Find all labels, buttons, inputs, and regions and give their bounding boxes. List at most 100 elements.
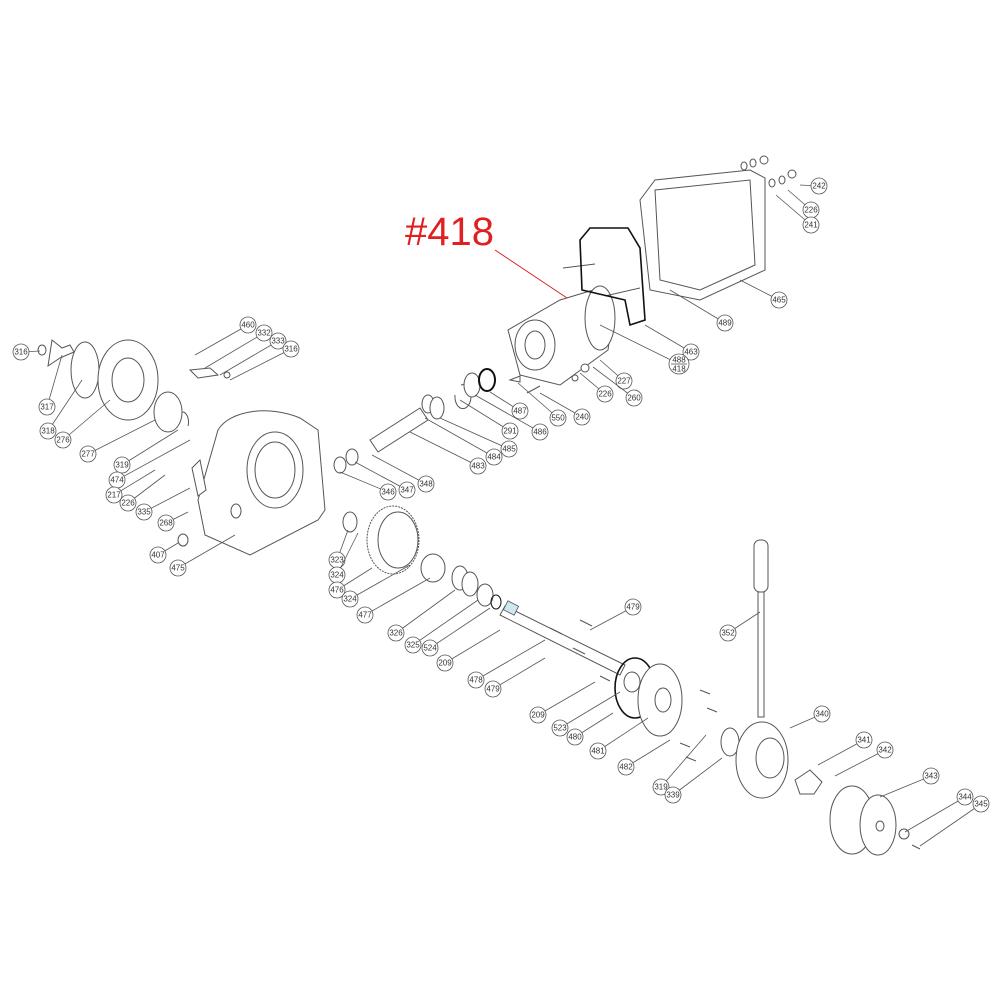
cover-box-465	[639, 155, 797, 301]
callout-332: 332	[204, 324, 273, 369]
callout-circle	[169, 559, 187, 577]
callout-276: 276	[54, 399, 111, 449]
callout-number: 346	[381, 488, 395, 497]
leader-line	[412, 599, 479, 646]
callout-circle	[282, 340, 300, 358]
leader-line	[409, 431, 479, 467]
callout-circle	[813, 705, 831, 723]
callout-550: 550	[517, 382, 567, 427]
callout-524: 524	[421, 607, 491, 657]
callout-484: 484	[424, 417, 503, 466]
callout-circle	[239, 316, 257, 334]
callout-circle	[551, 719, 569, 737]
callout-number: 341	[857, 736, 871, 745]
callout-345: 345	[919, 795, 990, 847]
leader-line	[879, 775, 932, 798]
callout-326: 326	[387, 589, 456, 642]
callout-number: 524	[423, 644, 437, 653]
callout-circle	[404, 636, 422, 654]
callout-circle	[664, 786, 682, 804]
callout-number: 276	[56, 436, 70, 445]
callout-number: 488	[672, 356, 686, 365]
callout-circle	[566, 728, 584, 746]
callout-number: 481	[591, 747, 605, 756]
leader-line	[904, 796, 966, 833]
callout-circle	[79, 445, 97, 463]
callout-226c: 226	[787, 189, 820, 219]
leader-line	[597, 717, 649, 752]
callout-523: 523	[551, 691, 621, 737]
callout-319a: 319	[113, 429, 179, 474]
leader-line	[364, 577, 431, 616]
callout-226a: 226	[119, 474, 166, 512]
callout-number: 318	[41, 427, 55, 436]
callout-number: 476	[330, 586, 344, 595]
leader-line	[46, 354, 63, 408]
callout-circle	[802, 216, 820, 234]
callout-477: 477	[356, 577, 431, 624]
callout-463: 463	[644, 324, 700, 361]
callout-number: 407	[151, 551, 165, 560]
callout-number: 324	[330, 571, 344, 580]
callout-circle	[485, 448, 503, 466]
callout-323a: 323	[328, 529, 349, 569]
callout-number: 268	[159, 519, 173, 528]
leader-line	[439, 417, 510, 450]
leader-line	[599, 324, 680, 365]
callout-476: 476	[328, 567, 373, 599]
callout-number: 333	[271, 337, 285, 346]
callout-number: 465	[772, 296, 786, 305]
leader-line	[537, 681, 596, 716]
drum-assembly	[735, 721, 921, 856]
callout-circle	[469, 457, 487, 475]
callout-209a: 209	[436, 629, 501, 672]
callout-number: 332	[257, 329, 271, 338]
callout-circle	[956, 788, 974, 806]
left-handle-assembly	[37, 339, 189, 433]
callout-circle	[876, 741, 894, 759]
callout-343: 343	[879, 767, 940, 798]
callout-number: 479	[486, 685, 500, 694]
callout-circle	[255, 324, 273, 342]
callout-number: 474	[110, 476, 124, 485]
callout-number: 487	[513, 407, 527, 416]
callout-number: 319	[115, 461, 129, 470]
callout-number: 480	[568, 733, 582, 742]
callout-335: 335	[135, 487, 191, 521]
callout-number: 486	[533, 428, 547, 437]
callout-number: 475	[171, 564, 185, 573]
callout-number: 347	[400, 486, 414, 495]
leader-line	[459, 399, 511, 432]
leader-line	[592, 366, 635, 399]
callout-circle	[38, 398, 56, 416]
callout-circle	[113, 456, 131, 474]
callout-number: 241	[804, 221, 818, 230]
leader-line	[834, 749, 886, 777]
callout-316a: 316	[12, 343, 41, 361]
callout-348: 348	[371, 454, 435, 493]
callout-475: 475	[169, 534, 236, 577]
callout-circle	[387, 624, 405, 642]
callout-circle	[624, 598, 642, 616]
callout-circle	[625, 389, 643, 407]
callout-240: 240	[539, 392, 591, 426]
callout-number: 478	[469, 676, 483, 685]
callout-352: 352	[719, 611, 761, 642]
callout-480: 480	[566, 712, 614, 746]
callout-242: 242	[799, 177, 828, 195]
leader-line	[475, 639, 546, 681]
callout-number: 226	[121, 499, 135, 508]
highlight-part-label: #418	[405, 210, 494, 254]
callout-number: 326	[389, 629, 403, 638]
gear-housing	[177, 367, 326, 556]
callout-number: 227	[617, 377, 631, 386]
callout-number: 339	[666, 791, 680, 800]
callout-circle	[12, 343, 30, 361]
callout-339: 339	[664, 757, 723, 804]
callout-number: 291	[503, 427, 517, 436]
callout-circle	[855, 731, 873, 749]
callout-circle	[972, 795, 990, 813]
callout-407: 407	[149, 542, 179, 564]
